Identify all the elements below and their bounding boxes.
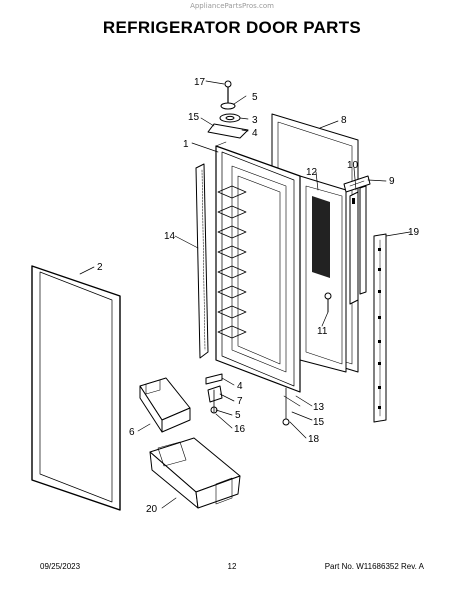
callout-3: 3 [252,115,258,126]
footer-part-number: Part No. W11686352 Rev. A [324,562,424,571]
site-watermark: AppliancePartsPros.com [190,2,274,10]
callout-15-top: 15 [188,112,200,123]
callout-18: 18 [308,434,320,445]
callout-5-bottom: 5 [235,410,241,421]
callout-leader-lines [79,80,411,509]
callout-14: 14 [164,231,176,242]
callout-7: 7 [237,396,243,407]
callout-16: 16 [234,424,246,435]
page-title: REFRIGERATOR DOOR PARTS [102,18,362,37]
callout-labels: 17 5 3 4 15 1 8 12 10 9 19 14 2 11 13 15… [97,77,420,515]
footer-page-number: 12 [227,562,237,571]
gasket-strip-part-14 [195,163,209,359]
bottom-fasteners [282,387,301,426]
callout-17: 17 [194,77,206,88]
callout-2: 2 [97,262,103,273]
door-bin-small-part-6 [139,377,191,433]
screw-part-11 [324,292,332,313]
callout-4-top: 4 [252,128,258,139]
door-gasket-part-2 [31,265,121,511]
callout-6: 6 [129,427,135,438]
footer-date: 09/25/2023 [40,562,81,571]
hinge-strip-part-10 [349,185,367,305]
callout-20: 20 [146,504,158,515]
door-bin-large-part-20 [149,437,241,509]
callout-19: 19 [408,227,420,238]
inner-liner-part-12 [299,175,347,373]
bracket-part-9 [343,175,371,193]
door-handle-part-19 [373,233,387,423]
callout-1: 1 [183,139,189,150]
callout-9: 9 [389,176,395,187]
callout-5-top: 5 [252,92,258,103]
callout-8: 8 [341,115,347,126]
callout-13: 13 [313,402,325,413]
callout-10: 10 [347,160,359,171]
callout-12: 12 [306,167,318,178]
callout-4-bottom: 4 [237,381,243,392]
top-hinge-assembly [207,80,249,139]
callout-15-bottom: 15 [313,417,325,428]
door-assembly-part-1 [215,141,301,393]
callout-11: 11 [317,326,328,337]
bottom-hinge-assembly [205,373,223,414]
